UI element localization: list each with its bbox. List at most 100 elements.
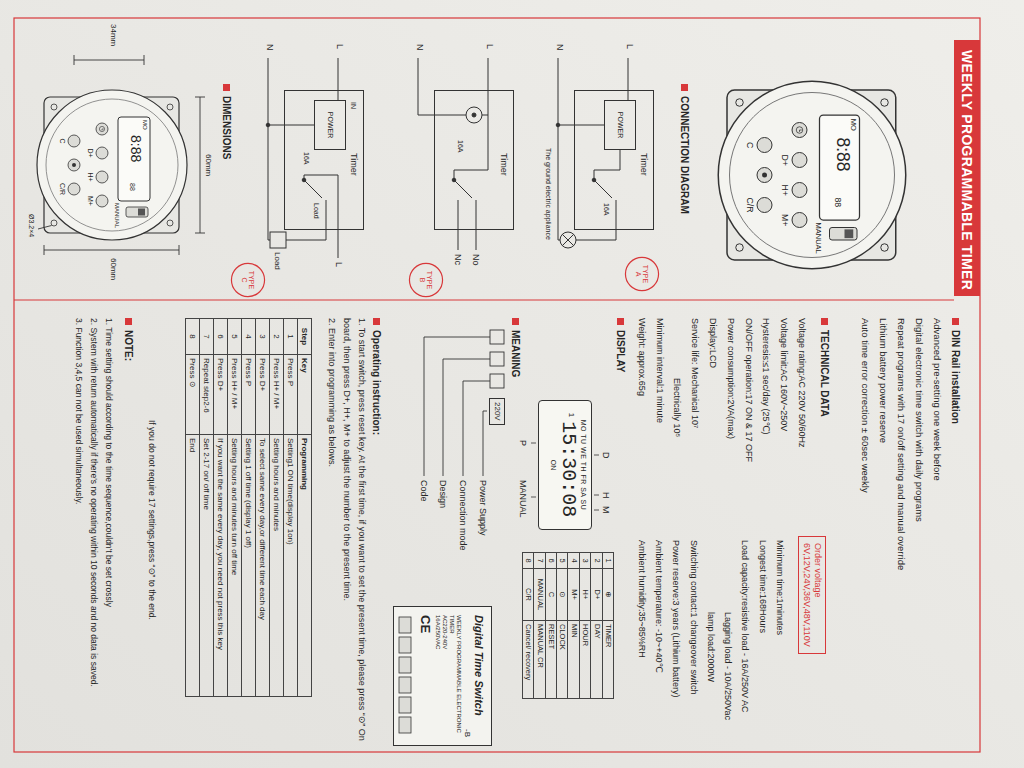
wiring-type-c-part [268, 240, 270, 241]
display-callout: MANUAL [518, 480, 528, 518]
program-table-cell: Setting hours and minutes turn off time [227, 435, 241, 697]
button-label: D+ [87, 149, 94, 158]
sheet-frame-part [14, 299, 954, 300]
terminal-label: IN [349, 102, 357, 109]
key-table-cell: MIN [567, 621, 578, 699]
key-table-cell: TIMER [602, 621, 613, 699]
text-column: 1. Time setting should according to the … [71, 318, 116, 748]
program-table-cell: Key [297, 355, 311, 435]
spec-line: Electrically 10⁵ [668, 318, 686, 533]
wiring-type-a-part [592, 178, 596, 182]
timer-dimension-view [37, 90, 187, 240]
code-meaning-diagram [424, 330, 504, 476]
program-table-cell: 2 [269, 319, 283, 355]
power-box: POWER [314, 100, 346, 150]
title-band [954, 40, 980, 296]
code-meaning: Power Supply [478, 480, 488, 536]
button-label: M+ [87, 196, 94, 206]
key-table-cell: C [545, 569, 556, 621]
text-column: DIN Rail installationAdvanced pre-settin… [856, 318, 964, 748]
node-text: ON [548, 407, 556, 523]
program-table-cell: Press D+ [213, 355, 227, 435]
spec-line: Power consumption:2VA(max) [721, 318, 739, 533]
wiring-type-a-part [558, 58, 559, 240]
key-table-cell: Cancel/ recovery [522, 621, 533, 699]
wiring-type-b-part [476, 200, 477, 250]
button-label: C [59, 139, 66, 144]
wiring-type-a-part [562, 234, 573, 245]
code-box: 220V [489, 398, 505, 425]
program-table-cell: 8 [185, 319, 199, 355]
table-grid: 1⊕TIMER2D+DAY3H+HOUR4M+MIN5⊙CLOCK6CRESET… [522, 552, 614, 699]
program-table-cell: Press P [283, 355, 297, 435]
program-table-cell: Setting1 ON time(display 1on) [283, 435, 297, 697]
program-table-cell: Press D+ [255, 355, 269, 435]
program-table-cell: Setting hours and minutes [269, 435, 283, 697]
terminal-label: N [415, 44, 425, 51]
code-meaning: Design [438, 480, 448, 508]
node-text: TYPE C [241, 268, 256, 292]
program-table-cell: 6 [213, 319, 227, 355]
spec-line: Auto time error correction ± 60sec weekl… [856, 318, 874, 748]
spec-line: 3. Function 3,4,5 can not be used simult… [71, 318, 86, 748]
type-badge: TYPE A [624, 256, 660, 292]
terminal-label: Nc [453, 254, 463, 265]
key-table-cell: ⊕ [602, 569, 613, 621]
spec-line: Ambient humidity:35~85%RH [632, 540, 649, 752]
rating-label: 16A [602, 203, 610, 215]
appliance-label: The ground electric appliance [544, 148, 552, 240]
code-meaning: Code [419, 480, 429, 502]
dimension-label: Ø3.2×4 [27, 214, 35, 237]
dimension-label: 34mm [109, 24, 118, 46]
spec-line: Voltage rating:AC 220V 50/60Hz [792, 318, 810, 533]
key-table-cell: RESET [545, 621, 556, 699]
display-callout: H [601, 492, 611, 499]
wiring-type-b-part [458, 200, 459, 250]
program-table-cell: 1 [283, 319, 297, 355]
key-table-cell: 8 [522, 553, 533, 569]
section-heading: DIMENSIONS [221, 84, 233, 159]
wiring-type-c-part [266, 123, 270, 127]
program-table-cell: 5 [227, 319, 241, 355]
key-table-cell: ⊙ [556, 569, 567, 621]
spec-line: Lagging load - 10A/250Vac [719, 540, 736, 752]
lcd-digits: 88 [833, 198, 842, 208]
terminal [399, 617, 411, 633]
wiring-type-c-part [338, 58, 339, 100]
lcd-display: MO TU WE TH FR SA SU115:30:08ON [538, 400, 592, 530]
badge-ring-outline [625, 257, 658, 290]
terminal [399, 697, 411, 713]
terminal-label: N [555, 44, 565, 51]
node-text: 1 [567, 413, 576, 417]
display-callout: P [518, 440, 528, 446]
spec-line: Lithium battery power reserve [874, 318, 892, 748]
dimension-label: 60mm [204, 154, 213, 176]
wiring-type-b-part [452, 178, 456, 182]
section-heading: CONNECTION DIAGRAM [679, 84, 691, 214]
spec-line: Ambient temperature: -10~+40℃ [650, 540, 667, 752]
spec-line: Minimum interval:1 minute [650, 318, 668, 533]
terminal [399, 637, 411, 653]
spec-line: 1. To start switch, press reset key. At … [339, 318, 369, 748]
sheet-frame-part [14, 18, 980, 752]
wiring-type-b-part [454, 180, 472, 198]
node-text: Timer [349, 153, 359, 229]
spec-line: 2. System with return automatically if t… [86, 318, 101, 748]
node-text: 15:30:08 [557, 421, 579, 517]
wiring-type-c-part [304, 180, 322, 198]
terminal [399, 657, 411, 673]
type-badge: TYPE C [230, 262, 266, 298]
dimension-lines-part [38, 226, 52, 230]
dimension-label: 60mm [109, 258, 118, 280]
wiring-type-a-part [556, 123, 560, 127]
lcd-digits: 8:88 [833, 138, 851, 172]
load-label: Load [273, 252, 282, 270]
key-table-cell: 7 [533, 553, 544, 569]
program-table-cell: 3 [255, 319, 269, 355]
button-label: H+ [87, 173, 94, 182]
spec-line: Power reserve:3 years (Lithium battery) [667, 540, 684, 752]
spec-line: ON/OFF operation:17 ON & 17 OFF [739, 318, 757, 533]
key-table-cell: 1 [602, 553, 613, 569]
terminal-label: Load [312, 203, 320, 219]
